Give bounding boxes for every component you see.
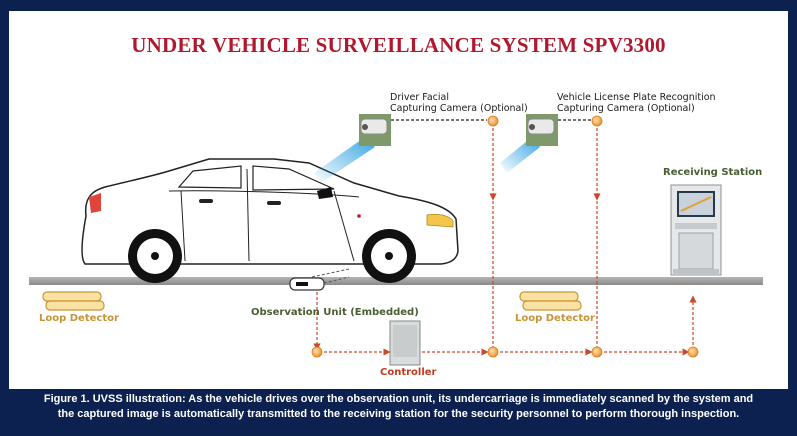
plate-camera-label-line1: Vehicle License Plate Recognition — [557, 92, 716, 103]
receiving-station-label: Receiving Station — [663, 167, 763, 178]
observation-node — [311, 346, 323, 358]
loop-detector-right-label: Loop Detector — [515, 313, 595, 324]
uvss-diagram — [29, 114, 763, 366]
plate-bottom-node — [591, 346, 603, 358]
observation-unit-label: Observation Unit (Embedded) — [251, 307, 419, 318]
figure-caption: Figure 1. UVSS illustration: As the vehi… — [0, 392, 797, 422]
driver-bottom-node — [487, 346, 499, 358]
plate-camera-icon — [500, 114, 558, 173]
loop-detector-left-icon — [42, 291, 105, 311]
plate-camera-label: Vehicle License Plate Recognition Captur… — [557, 92, 716, 114]
loop-detector-left-label: Loop Detector — [39, 313, 119, 324]
driver-camera-icon — [314, 114, 391, 183]
station-bottom-node — [687, 346, 699, 358]
car-illustration — [81, 158, 459, 283]
receiving-station-icon — [670, 184, 722, 276]
caption-line2: the captured image is automatically tran… — [57, 408, 740, 420]
driver-camera-node — [487, 115, 499, 127]
controller-icon — [389, 320, 421, 366]
loop-detector-right-icon — [519, 291, 582, 311]
diagram-title: UNDER VEHICLE SURVEILLANCE SYSTEM SPV330… — [131, 33, 666, 57]
plate-camera-node — [591, 115, 603, 127]
driver-camera-label-line2: Capturing Camera (Optional) — [390, 103, 528, 114]
controller-label: Controller — [380, 367, 437, 378]
plate-camera-label-line2: Capturing Camera (Optional) — [557, 103, 695, 114]
observation-unit-icon — [289, 268, 350, 291]
driver-camera-label: Driver Facial Capturing Camera (Optional… — [390, 92, 528, 114]
driver-camera-label-line1: Driver Facial — [390, 92, 449, 103]
caption-line1: Figure 1. UVSS illustration: As the vehi… — [43, 393, 754, 405]
illustration-panel: UNDER VEHICLE SURVEILLANCE SYSTEM SPV330… — [9, 11, 788, 389]
